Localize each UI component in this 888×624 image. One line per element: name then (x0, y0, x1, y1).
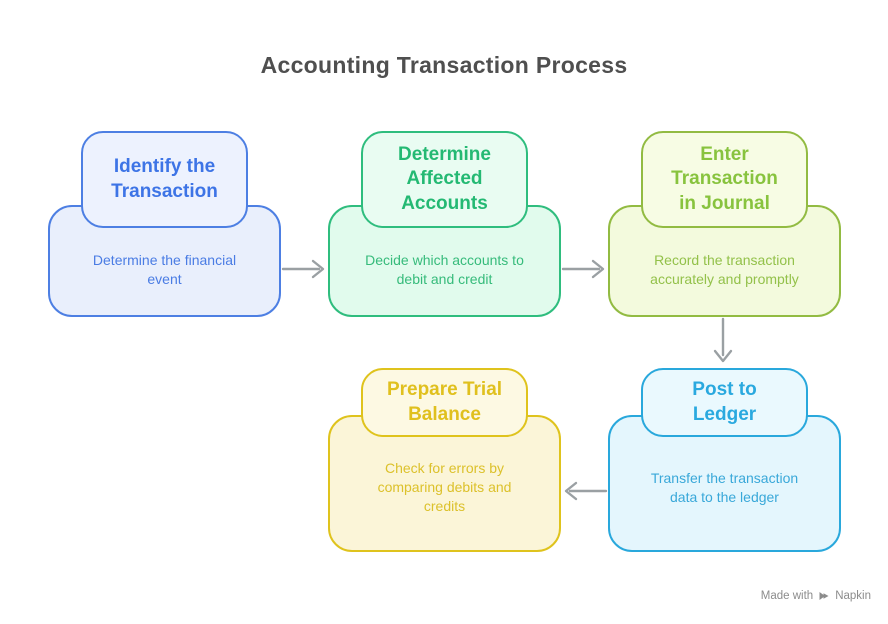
node-header: Identify the Transaction (81, 131, 248, 228)
node-description: Check for errors by comparing debits and… (377, 460, 512, 514)
node-header: Enter Transaction in Journal (641, 131, 808, 228)
node-title: Determine Affected Accounts (398, 144, 491, 214)
watermark: Made with Napkin (761, 590, 871, 602)
node-header: Prepare Trial Balance (361, 368, 528, 437)
watermark-prefix: Made with (760, 590, 814, 602)
node-body: Check for errors by comparing debits and… (328, 415, 561, 552)
diagram-title: Accounting Transaction Process (260, 52, 628, 78)
node-title: Identify the Transaction (111, 156, 218, 202)
node-description: Determine the financial event (92, 252, 237, 287)
arrow-determine-to-journal (561, 259, 605, 279)
napkin-logo-icon (818, 590, 830, 602)
node-body: Transfer the transaction data to the led… (608, 415, 841, 552)
node-header: Determine Affected Accounts (361, 131, 528, 228)
node-description: Record the transaction accurately and pr… (650, 252, 799, 287)
arrow-identify-to-determine (281, 259, 325, 279)
watermark-brand: Napkin (835, 590, 871, 602)
node-header: Post to Ledger (641, 368, 808, 437)
node-title: Post to Ledger (692, 379, 757, 425)
arrow-ledger-to-trial-balance (564, 481, 608, 501)
arrow-journal-to-ledger (713, 317, 733, 363)
node-description: Decide which accounts to debit and credi… (365, 252, 524, 287)
node-title: Prepare Trial Balance (386, 379, 503, 425)
node-description: Transfer the transaction data to the led… (650, 469, 799, 505)
node-title: Enter Transaction in Journal (671, 144, 778, 214)
